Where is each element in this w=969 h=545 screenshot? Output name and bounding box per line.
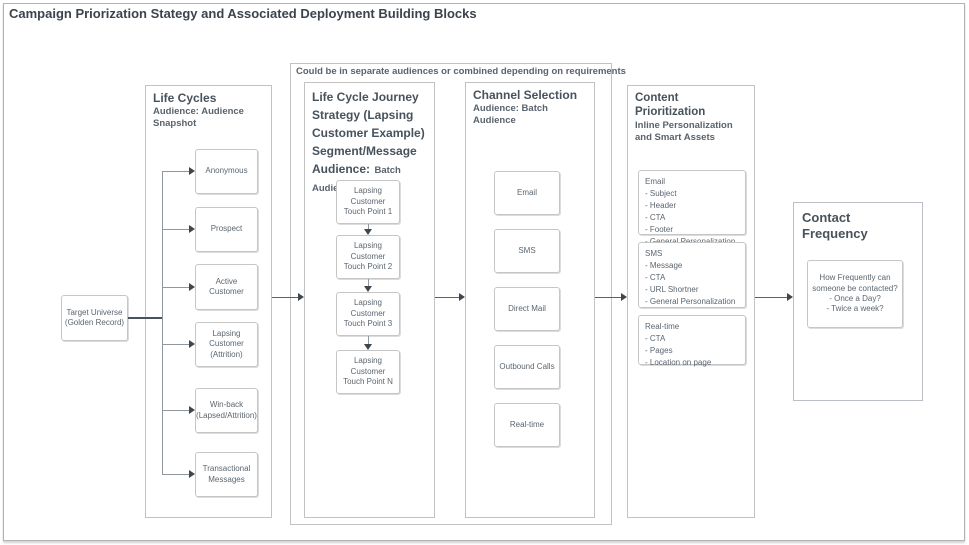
lifecycle-node-transactional: Transactional Messages [195,452,258,497]
content-block-sms: SMS - Message - CTA - URL Shortner - Gen… [638,242,746,308]
contact-frequency-title: Contact Frequency [802,210,868,242]
content-prioritization-title: Content Prioritization [635,92,706,119]
lifecycle-node-lapsing-customer: Lapsing Customer (Attrition) [195,322,258,367]
arrowhead [189,340,195,348]
connector-touchpoint [368,279,369,286]
touch-point-node-1: Lapsing Customer Touch Point 1 [336,180,400,224]
connector-branch [162,410,189,411]
connector-flow [595,297,621,298]
content-block-real-time: Real-time - CTA - Pages - Location on pa… [638,315,746,367]
touch-point-node-2: Lapsing Customer Touch Point 2 [336,235,400,279]
arrowhead [189,167,195,175]
channel-node-email: Email [494,171,560,215]
connector-branch [162,474,189,475]
combined-audiences-note: Could be in separate audiences or combin… [296,66,626,77]
channel-node-sms: SMS [494,229,560,273]
target-universe-node: Target Universe (Golden Record) [61,295,128,341]
journey-title: Life Cycle Journey Strategy (Lapsing Cus… [312,90,425,176]
lifecycle-node-prospect: Prospect [195,207,258,252]
lifecycle-node-active-customer: Active Customer [195,264,258,310]
touch-point-node-3: Lapsing Customer Touch Point 3 [336,292,400,336]
arrowhead [298,293,304,301]
content-prioritization-subtitle: Inline Personalization and Smart Assets [635,119,733,144]
lifecycle-node-anonymous: Anonymous [195,149,258,194]
arrowhead [621,293,627,301]
arrowhead [364,344,372,350]
connector-branch [162,287,189,288]
arrowhead [364,286,372,292]
connector-flow [272,297,298,298]
channel-subtitle: Audience: Batch Audience [473,103,548,127]
connector-branch [162,171,189,172]
journey-subtitle: Batch Audience [312,165,401,194]
connector-touchpoint [368,224,369,229]
channel-title: Channel Selection [473,88,578,102]
diagram-title: Campaign Priorization Stategy and Associ… [9,6,477,21]
arrowhead [189,406,195,414]
lifecycle-node-win-back: Win-back (Lapsed/Attrition) [195,388,258,433]
connector-branch [162,344,189,345]
channel-node-real-time: Real-time [494,403,560,447]
connector-trunk [162,171,163,475]
touch-point-node-n: Lapsing Customer Touch Point N [336,350,400,394]
arrowhead [189,470,195,478]
life-cycles-subtitle: Audience: Audience Snapshot [153,106,244,130]
connector-flow [435,297,459,298]
life-cycles-title: Life Cycles [153,91,217,105]
channel-node-direct-mail: Direct Mail [494,287,560,331]
content-block-email: Email - Subject - Header - CTA - Footer … [638,170,746,246]
arrowhead [787,293,793,301]
contact-frequency-note: How Frequently can someone be contacted?… [807,260,903,328]
arrowhead [189,225,195,233]
connector-touchpoint [368,336,369,344]
channel-node-outbound-calls: Outbound Calls [494,345,560,389]
connector-target-to-trunk [128,317,162,319]
arrowhead [189,283,195,291]
arrowhead [364,229,372,235]
connector-branch [162,229,189,230]
connector-flow [755,297,787,298]
arrowhead [459,293,465,301]
